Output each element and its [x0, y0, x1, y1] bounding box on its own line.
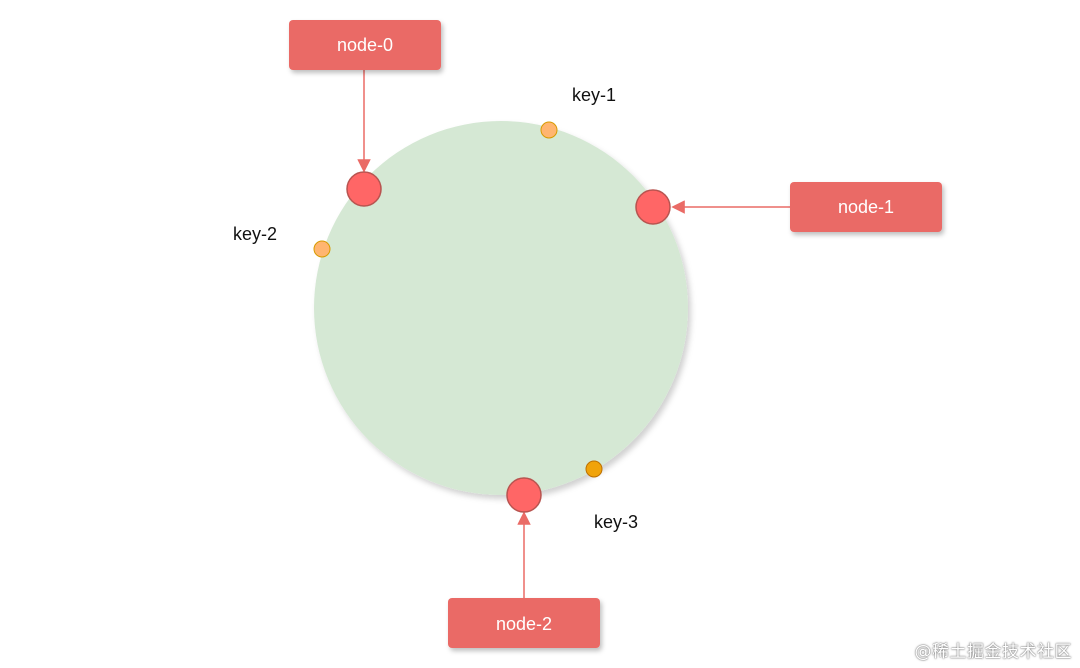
key-2-point: [313, 240, 331, 258]
node-2-box: node-2: [448, 598, 600, 648]
node-0-box: node-0: [289, 20, 441, 70]
node-0-point: [346, 171, 382, 207]
key-3-label: key-3: [594, 512, 638, 532]
node-0-label: node-0: [337, 35, 393, 55]
hash-ring: [314, 121, 688, 495]
node-2-point: [506, 477, 542, 513]
key-1-point: [540, 121, 558, 139]
node-2-label: node-2: [496, 614, 552, 634]
node-1-box: node-1: [790, 182, 942, 232]
key-2-label: key-2: [233, 224, 277, 244]
node-1-label: node-1: [838, 197, 894, 217]
node-1-point: [635, 189, 671, 225]
watermark: @稀土掘金技术社区: [914, 642, 1072, 662]
key-1-label: key-1: [572, 85, 616, 105]
key-3-point: [585, 460, 603, 478]
